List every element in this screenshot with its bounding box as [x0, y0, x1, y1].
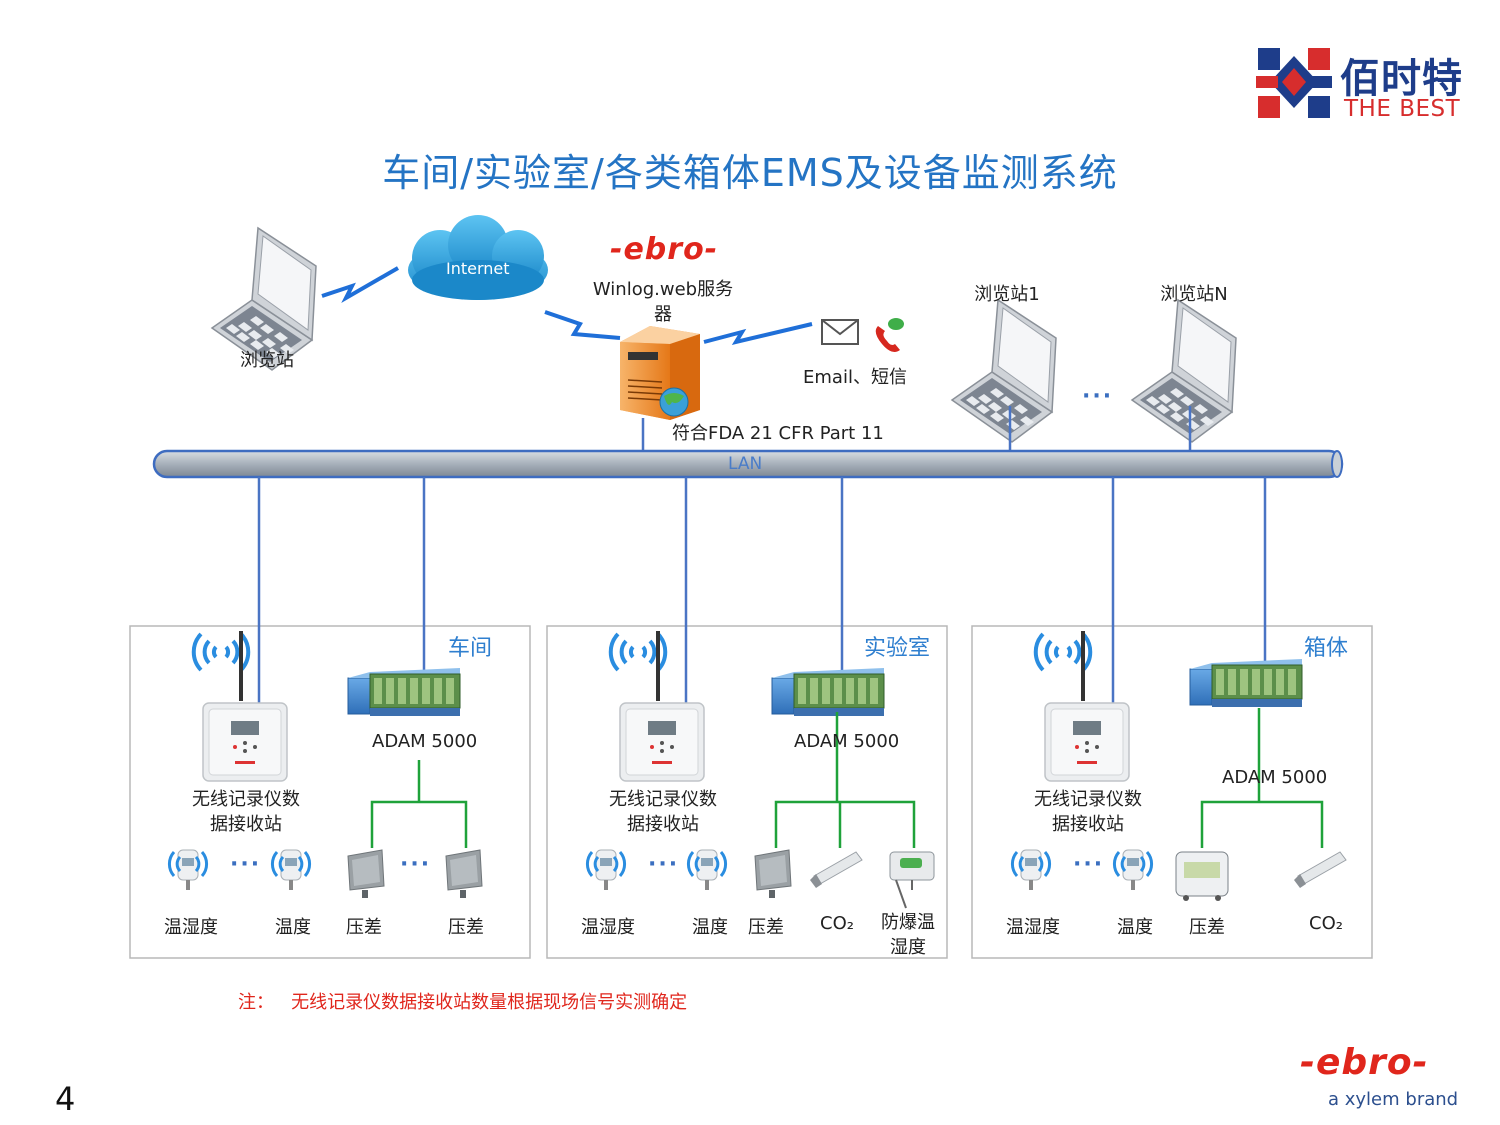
page-title: 车间/实验室/各类箱体EMS及设备监测系统 — [382, 151, 1118, 195]
section-label-laboratory: 实验室 — [864, 636, 931, 661]
sensor-label: CO₂ — [1309, 913, 1343, 934]
adam-label: ADAM 5000 — [794, 731, 900, 752]
the-best-logo-icon — [1256, 48, 1332, 118]
sensor-label: 压差 — [346, 917, 382, 938]
receiver-label-line2: 据接收站 — [627, 814, 699, 835]
section-label-cabinet: 箱体 — [1304, 636, 1349, 661]
footnote: 注： 无线记录仪数据接收站数量根据现场信号实测确定 — [238, 992, 688, 1013]
receiver-label-line1: 无线记录仪数 — [609, 789, 717, 810]
browser-station-1-label: 浏览站1 — [974, 284, 1040, 305]
pressure-sensor-icon — [754, 849, 792, 899]
globe-icon — [659, 387, 689, 417]
pressure-transmitter-icon — [1175, 851, 1229, 901]
ellipsis: ··· — [400, 852, 432, 877]
page-number: 4 — [55, 1080, 76, 1118]
ellipsis: ··· — [1073, 852, 1105, 877]
sensor-label: 温度 — [1117, 917, 1153, 938]
email-icon — [821, 319, 859, 345]
pressure-sensor-icon — [445, 849, 483, 899]
section-label-workshop: 车间 — [448, 636, 493, 661]
browser-station-label: 浏览站 — [240, 350, 294, 371]
sensor-label-explosion-proof-2: 湿度 — [890, 937, 926, 958]
laptop-icon — [1131, 299, 1237, 443]
ellipsis: ··· — [230, 852, 262, 877]
sensor-label: 压差 — [748, 917, 784, 938]
sensor-label: 温湿度 — [1006, 917, 1060, 938]
co2-probe-icon — [1293, 851, 1347, 889]
sensor-label: 温度 — [275, 917, 311, 938]
lan-label: LAN — [728, 454, 763, 474]
ebro-logo-top: -ebro- — [610, 232, 719, 267]
explosion-proof-sensor-icon — [889, 851, 935, 909]
sensor-label: 压差 — [1189, 917, 1225, 938]
ellipsis: ··· — [648, 852, 680, 877]
phone-icon — [875, 318, 904, 352]
ebro-tagline: a xylem brand — [1328, 1089, 1459, 1110]
server-label-line1: Winlog.web服务 — [592, 279, 734, 300]
adam-5000-icon — [771, 667, 885, 717]
brand-name-cn: 佰时特 — [1340, 56, 1463, 102]
adam-5000-icon — [347, 667, 461, 717]
sensor-label-explosion-proof-1: 防爆温 — [881, 912, 935, 933]
server-icon — [620, 326, 700, 420]
receiver-label-line1: 无线记录仪数 — [1034, 789, 1142, 810]
lan-bus — [152, 449, 1344, 479]
internet-label: Internet — [446, 259, 510, 278]
receiver-label-line1: 无线记录仪数 — [192, 789, 300, 810]
server-label-line2: 器 — [654, 304, 672, 325]
internet-cloud-icon — [408, 215, 548, 300]
adam-label: ADAM 5000 — [372, 731, 478, 752]
adam-label: ADAM 5000 — [1222, 767, 1328, 788]
sensor-label: 温湿度 — [581, 917, 635, 938]
sensor-label: CO₂ — [820, 913, 854, 934]
ebro-logo-bottom: -ebro- — [1300, 1042, 1429, 1083]
ellipsis: ··· — [1082, 384, 1114, 409]
wireless-link-icon — [544, 310, 621, 340]
sensor-label: 压差 — [448, 917, 484, 938]
pressure-sensor-icon — [347, 849, 385, 899]
sensor-label: 温湿度 — [164, 917, 218, 938]
browser-station-n-label: 浏览站N — [1160, 284, 1228, 305]
receiver-label-line2: 据接收站 — [1052, 814, 1124, 835]
sensor-label: 温度 — [692, 917, 728, 938]
adam-5000-icon — [1189, 658, 1303, 708]
wireless-link-icon — [703, 322, 813, 346]
receiver-label-line2: 据接收站 — [210, 814, 282, 835]
brand-name-en: THE BEST — [1344, 96, 1461, 122]
fda-compliance-label: 符合FDA 21 CFR Part 11 — [672, 423, 884, 444]
laptop-icon — [951, 299, 1057, 443]
email-sms-label: Email、短信 — [803, 367, 907, 388]
co2-probe-icon — [809, 851, 863, 889]
wireless-link-icon — [321, 266, 399, 304]
